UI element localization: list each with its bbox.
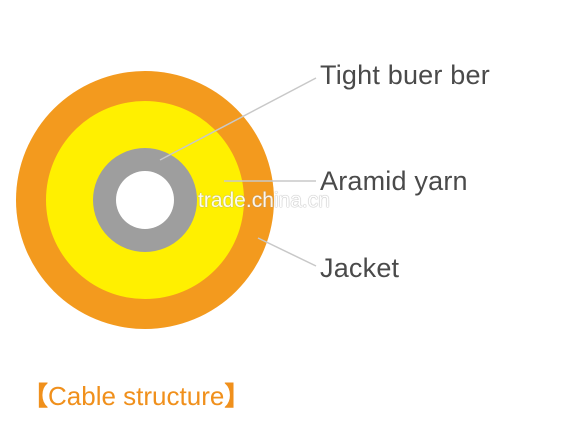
jacket-label: Jacket [320, 253, 400, 283]
caption-open-bracket: 【 [22, 381, 49, 411]
leader-line-jacket [257, 237, 317, 267]
leader-line-tight-buffer [159, 77, 317, 161]
tight-buffer-label: Tight buer ber [320, 60, 490, 90]
caption-close-bracket: 】 [224, 381, 251, 411]
caption-text: Cable structure [48, 381, 225, 411]
diagram-caption: 【Cable structure】 [22, 376, 250, 413]
aramid-yarn-label: Aramid yarn [320, 166, 468, 196]
watermark: trade.china.cn [198, 189, 330, 212]
fiber-core [116, 171, 174, 229]
